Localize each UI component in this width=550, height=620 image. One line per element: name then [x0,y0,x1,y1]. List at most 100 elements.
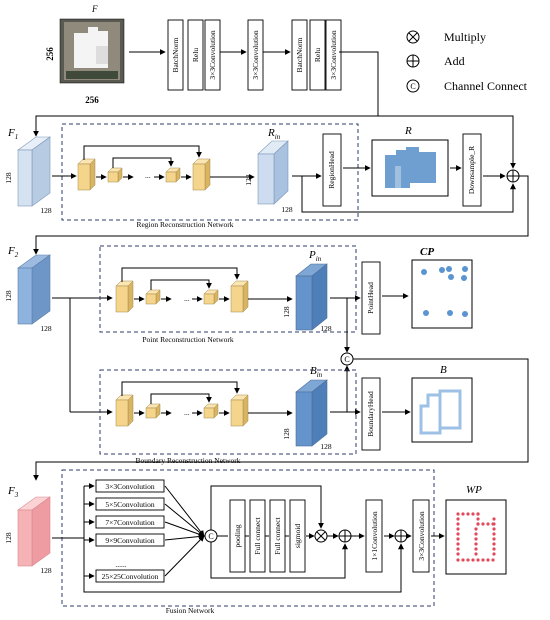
conv3-box [412,499,430,573]
fusion-conv-box [95,569,165,583]
head-op-box [167,19,184,91]
boundary-caption: Boundary Reconstruction Network [136,456,241,465]
pin-dim-side: 128 [282,306,291,318]
fusion-convs: 3×3Convolution5×5Convolution7×7Convoluti… [84,479,205,583]
wp-dot [461,512,465,516]
cube-face [203,293,215,305]
svg-text:C: C [208,532,213,541]
fusion-conv-out [164,503,205,537]
boundary-unet [115,381,293,427]
point-unet [115,267,293,313]
unet-skip-inner [112,157,174,168]
wp-dot [474,542,478,546]
rin-dim-bottom: 128 [281,205,293,214]
bin-dim-side: 128 [282,428,291,440]
fusion-conv-label: 9×9Convolution [105,536,154,545]
cp-output-label: CP [420,246,434,258]
fusion-conv-box [95,533,165,547]
wp-dot [466,558,470,562]
skip-bottom [301,176,516,213]
point-caption: Point Reconstruction Network [142,335,233,344]
downsample-box [462,133,482,207]
fusion-op-label: Full connect [273,516,282,554]
conv1-box [365,499,383,573]
cube-face [230,285,244,313]
wp-dot [456,542,460,546]
wp-dot [474,527,478,531]
fusion-op-label: pooling [233,524,242,547]
fusion-conv-box [95,515,165,529]
wp-dot [492,532,496,536]
wp-dot [456,537,460,541]
cube-face [77,163,91,191]
point-head-label: PointHead [366,282,375,314]
f2-dim-side: 128 [4,290,13,302]
point-head-box [361,261,381,335]
region-caption: Region Reconstruction Network [136,220,233,229]
wp-dot [492,547,496,551]
fusion-conv-box [95,497,165,511]
se-top-branch [210,485,324,530]
f2-block [17,254,51,325]
f3-dim-side: 128 [4,532,13,544]
rin-dim-side: 128 [244,174,253,186]
wp-dot [492,517,496,521]
bin-block [295,379,328,447]
f3-label: F3 [7,485,19,499]
pin-block [295,263,328,331]
wp-dot [481,558,485,562]
f1-dim-side: 128 [4,172,13,184]
cp-output-image [411,259,473,329]
wp-dot [476,517,480,521]
region-head-label: RegionHead [327,151,336,189]
fusion-conv-out [164,521,205,538]
cube-face [115,399,129,427]
point-network-box [99,245,357,333]
add-icon [406,54,420,68]
cube-face [107,171,119,183]
wp-dot [474,532,478,536]
boundary-dots: ... [184,408,190,417]
legend-add: Add [444,54,465,68]
wp-dot [461,558,465,562]
input-dim-bottom: 256 [85,95,99,105]
head-op-box [187,19,204,91]
fusion-conv-label: 7×7Convolution [105,518,154,527]
wp-dot [456,512,460,516]
fusion-conv-out [164,535,205,577]
fusion-conv-label: 3×3Convolution [105,482,154,491]
region-head-box [322,133,342,207]
wp-dot [456,517,460,521]
f1-dim-bottom: 128 [40,206,52,215]
wp-dot [476,522,480,526]
head-op-box [291,19,308,91]
wp-dot [492,527,496,531]
conv3-label: 3×3Convolution [417,511,426,560]
wp-output-image [445,499,507,575]
wp-dot [474,552,478,556]
fusion-op-box [289,499,306,573]
wp-dot [474,547,478,551]
wp-dot [492,542,496,546]
fusion-concat-icon: C [204,529,218,543]
cube-side [242,394,249,427]
wp-dot [486,522,490,526]
cube-side [204,158,211,191]
cube-side [89,158,96,191]
f1-block [17,136,51,207]
fusion-multiply-icon [314,529,328,543]
r-output-label: R [404,125,412,137]
head-op-label: Relu [191,48,200,62]
wp-dot [456,552,460,556]
fusion-conv-label: 25×25Convolution [102,572,159,581]
unet-skip-outer [121,381,240,396]
region-add-icon [506,169,520,183]
cube-side [127,280,134,313]
region-network-box [61,123,359,221]
cube-side [242,280,249,313]
cube-face [192,163,206,191]
channel-connect-icon: C [406,79,420,93]
wp-dot [456,532,460,536]
input-image [59,18,125,84]
unet-skip-inner [150,393,212,404]
